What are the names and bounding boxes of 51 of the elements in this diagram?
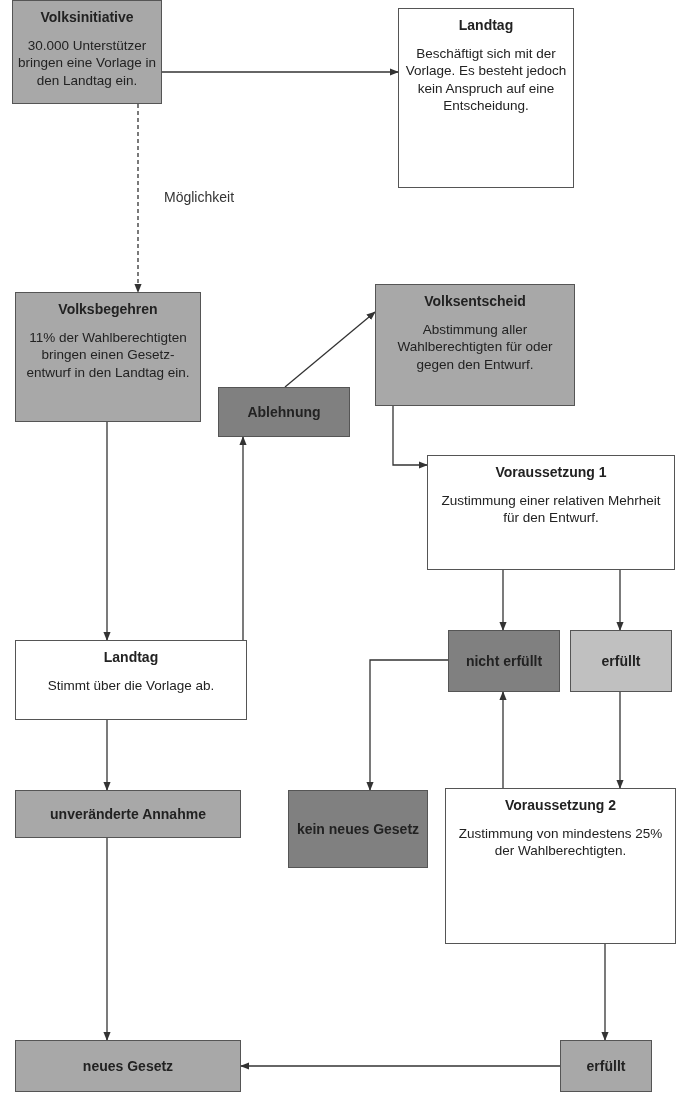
arrow [499, 691, 507, 789]
process-box [218, 387, 350, 437]
box-text: Beschäftigt sich mit der Vorlage. Es besteht jedoch kein Anspruch auf eine Entscheidung. [404, 45, 568, 115]
arrow [240, 1062, 561, 1070]
process-box [15, 1040, 241, 1092]
box-heading: Landtag [103, 649, 159, 665]
arrow [284, 311, 376, 388]
box-heading: Voraussetzung 2 [505, 797, 616, 813]
arrow [366, 659, 449, 791]
process-box [15, 790, 241, 838]
box-text: 11% der Wahlberechtigten bringen einen Gesetz- entwurf in den Landtag ein. [25, 329, 191, 381]
box-heading: Volksbegehren [58, 301, 158, 317]
box-heading: neues Gesetz [82, 1058, 174, 1074]
process-box [427, 455, 675, 570]
arrow [392, 405, 428, 469]
box-text: Zustimmung einer relativen Mehrheit für den Entwurf. [440, 492, 662, 527]
process-box [560, 1040, 652, 1092]
arrow [239, 436, 247, 641]
arrow [499, 569, 507, 631]
arrow [616, 691, 624, 789]
box-heading: erfüllt [601, 653, 641, 669]
process-box [570, 630, 672, 692]
arrow [103, 421, 111, 641]
box-text: Zustimmung von mindestens 25% der Wahlberechtigten. [457, 825, 664, 860]
edge-label: Möglichkeit [162, 188, 237, 206]
arrow [616, 569, 624, 631]
process-box [445, 788, 676, 944]
box-text: Stimmt über die Vorlage ab. [47, 677, 215, 695]
arrow [134, 103, 142, 293]
box-heading: nicht erfüllt [465, 653, 543, 669]
box-heading: kein neues Gesetz [296, 821, 420, 837]
process-box [15, 292, 201, 422]
box-text: Abstimmung aller Wahlberechtigten für oder gegen den Entwurf. [396, 321, 554, 373]
process-box [398, 8, 574, 188]
box-text: 30.000 Unterstützer bringen eine Vorlage in den Landtag ein. [17, 37, 157, 89]
box-heading: Volksinitiative [40, 9, 134, 25]
arrow [103, 837, 111, 1041]
process-box [375, 284, 575, 406]
arrow [161, 68, 399, 76]
process-box [15, 640, 247, 720]
arrow [601, 943, 609, 1041]
arrow [103, 719, 111, 791]
box-heading: Landtag [458, 17, 514, 33]
box-heading: Ablehnung [247, 404, 321, 420]
process-box [288, 790, 428, 868]
process-box [448, 630, 560, 692]
process-box [12, 0, 162, 104]
box-heading: erfüllt [586, 1058, 626, 1074]
box-heading: Volksentscheid [424, 293, 526, 309]
box-heading: unveränderte Annahme [50, 806, 206, 822]
box-heading: Voraussetzung 1 [495, 464, 607, 480]
